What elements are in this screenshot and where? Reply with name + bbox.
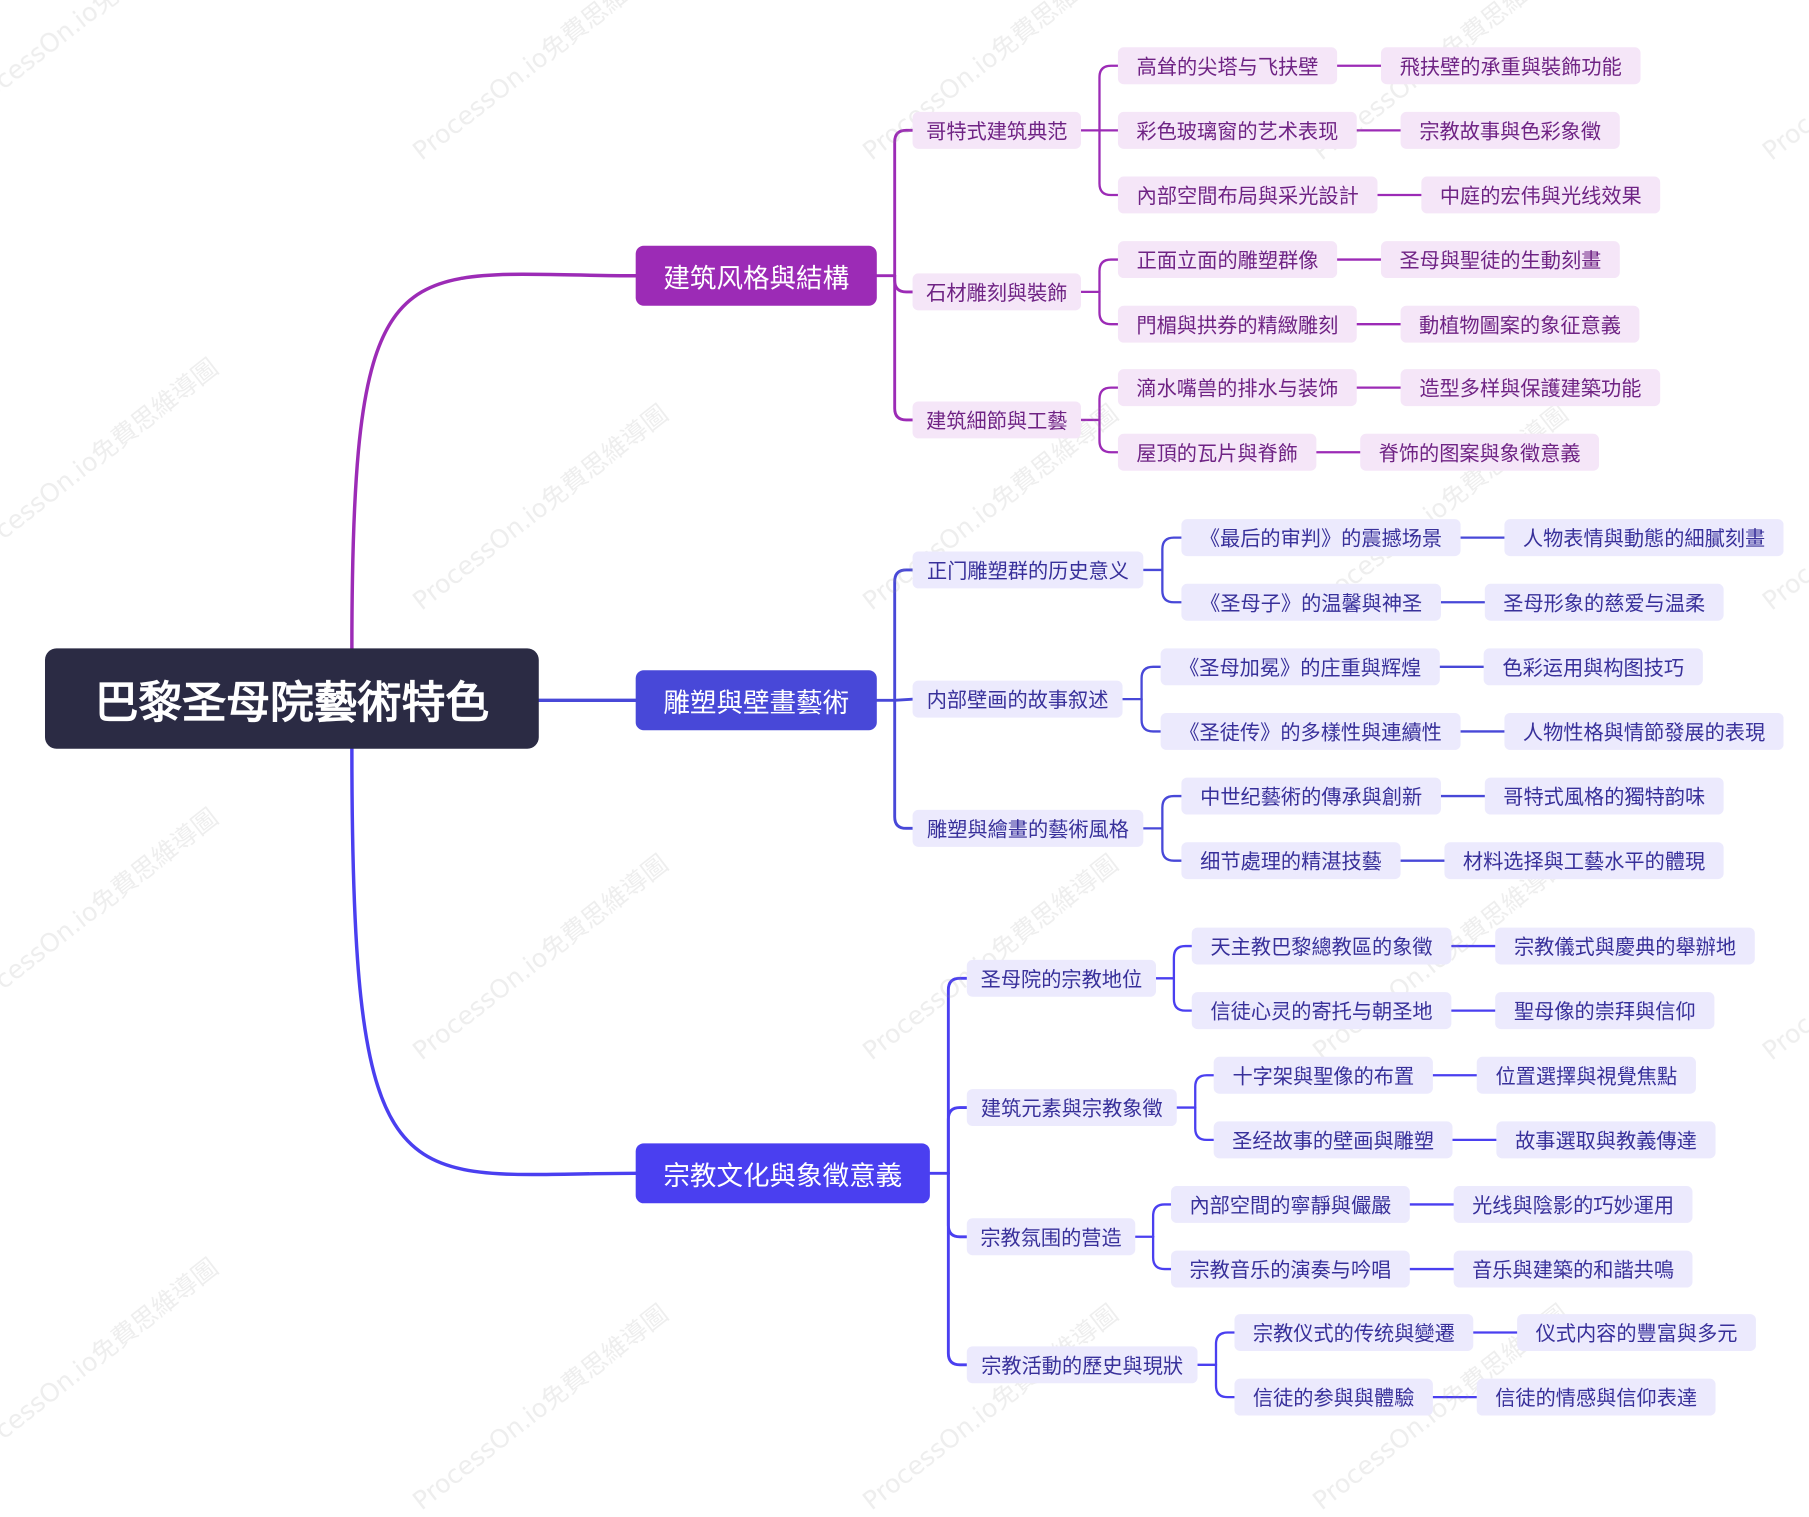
connector-line [1140, 665, 1162, 701]
connector-line [1194, 1074, 1215, 1109]
connector-line [946, 1106, 969, 1175]
detail-node[interactable]: 內部空間的寧靜與儼嚴 [1171, 1186, 1410, 1223]
leaf-note-node[interactable]: 宗教故事與色彩象徵 [1400, 111, 1620, 149]
detail-node[interactable]: 信徒心灵的寄托与朝圣地 [1191, 992, 1452, 1030]
sub-topic-node[interactable]: 石材雕刻與裝飾 [912, 273, 1082, 311]
branch-node[interactable]: 雕塑與壁畫藝術 [635, 670, 877, 731]
leaf-note-node[interactable]: 位置選擇與視覺焦點 [1476, 1056, 1696, 1094]
connector-line [1214, 1331, 1236, 1366]
detail-node[interactable]: 屋頂的瓦片與脊飾 [1117, 433, 1317, 471]
leaf-note-node[interactable]: 人物表情與動態的細膩刻畫 [1504, 519, 1784, 557]
leaf-note-node[interactable]: 動植物圖案的象征意義 [1400, 305, 1640, 343]
detail-node[interactable]: 高耸的尖塔与飞扶壁 [1117, 47, 1338, 85]
leaf-note-node[interactable]: 光线與陰影的巧妙運用 [1453, 1186, 1693, 1223]
sub-topic-node[interactable]: 建筑細節與工藝 [912, 401, 1082, 439]
connector-line [1214, 1363, 1236, 1399]
detail-node[interactable]: 《圣母加冕》的庄重與辉煌 [1160, 648, 1440, 686]
detail-node[interactable]: 十字架與聖像的布置 [1213, 1056, 1433, 1094]
connector-layer [350, 64, 1519, 1399]
detail-node[interactable]: 《圣母子》的温馨與神圣 [1181, 583, 1441, 621]
leaf-note-node[interactable]: 飛扶壁的承重與裝飾功能 [1380, 47, 1641, 85]
leaf-note-node[interactable]: 仪式内容的豐富與多元 [1517, 1314, 1756, 1351]
leaf-note-node[interactable]: 宗教儀式與慶典的舉辦地 [1495, 927, 1755, 965]
leaf-note-node[interactable]: 圣母與聖徒的生動刻畫 [1380, 241, 1620, 279]
detail-node[interactable]: 《圣徒传》的多樣性與連續性 [1160, 712, 1461, 750]
detail-node[interactable]: 內部空間布局與采光設計 [1117, 176, 1378, 214]
connector-line [893, 698, 915, 830]
connector-line [946, 1171, 969, 1367]
leaf-note-node[interactable]: 哥特式風格的獨特韵味 [1484, 777, 1724, 815]
connector-line [1172, 977, 1193, 1012]
connector-line [946, 976, 969, 1175]
sub-topic-node[interactable]: 哥特式建筑典范 [912, 111, 1082, 149]
connector-line [1172, 944, 1193, 980]
detail-node[interactable]: 信徒的参與與體驗 [1234, 1378, 1433, 1416]
connector-line [1098, 129, 1120, 197]
connector-line [893, 274, 915, 422]
connector-line [1098, 258, 1120, 294]
leaf-note-node[interactable]: 脊饰的图案與象徵意義 [1360, 433, 1600, 471]
connector-line [1098, 290, 1120, 326]
connector-line [893, 274, 915, 294]
leaf-note-node[interactable]: 人物性格與情節發展的表現 [1504, 712, 1784, 750]
leaf-note-node[interactable]: 聖母像的崇拜與信仰 [1495, 992, 1715, 1030]
leaf-note-node[interactable]: 材料选择與工藝水平的體現 [1444, 842, 1724, 880]
detail-node[interactable]: 中世纪藝術的傳承與創新 [1181, 777, 1441, 815]
connector-line [1151, 1235, 1173, 1271]
detail-node[interactable]: 细节處理的精湛技藝 [1181, 842, 1401, 880]
leaf-note-node[interactable]: 音乐與建築的和諧共鳴 [1453, 1250, 1693, 1288]
connector-line [1098, 386, 1120, 422]
detail-node[interactable]: 正面立面的雕塑群像 [1117, 241, 1338, 279]
detail-node[interactable]: 滴水嘴兽的排水与装饰 [1117, 369, 1357, 407]
connector-line [1194, 1106, 1215, 1142]
connector-line [1161, 536, 1183, 572]
sub-topic-node[interactable]: 建筑元素與宗教象徵 [966, 1089, 1177, 1127]
detail-node[interactable]: 天主教巴黎總教區的象徵 [1191, 927, 1452, 965]
connector-line [893, 568, 915, 702]
branch-node[interactable]: 建筑风格與結構 [635, 245, 877, 306]
connector-line [946, 1171, 969, 1239]
root-node[interactable]: 巴黎圣母院藝術特色 [44, 648, 539, 749]
leaf-note-node[interactable]: 中庭的宏伟與光线效果 [1421, 176, 1661, 214]
connector-line [1151, 1203, 1173, 1238]
sub-topic-node[interactable]: 宗教活動的歷史與現狀 [966, 1346, 1198, 1384]
detail-node[interactable]: 門楣與拱券的精緻雕刻 [1117, 305, 1357, 343]
connector-line [1098, 64, 1120, 132]
leaf-note-node[interactable]: 造型多样與保護建築功能 [1400, 369, 1661, 407]
connector-line [350, 272, 638, 651]
leaf-note-node[interactable]: 色彩运用與构图技巧 [1483, 648, 1703, 686]
sub-topic-node[interactable]: 圣母院的宗教地位 [966, 959, 1157, 997]
connector-line [1140, 697, 1162, 733]
sub-topic-node[interactable]: 内部壁画的故事叙述 [912, 680, 1123, 718]
connector-line [1161, 827, 1183, 862]
detail-node[interactable]: 彩色玻璃窗的艺术表现 [1117, 111, 1357, 149]
leaf-note-node[interactable]: 故事選取與教義傳達 [1496, 1121, 1716, 1159]
connector-line [893, 697, 915, 702]
sub-topic-node[interactable]: 宗教氛围的营造 [966, 1218, 1136, 1256]
detail-node[interactable]: 宗教仪式的传统與變遷 [1234, 1314, 1474, 1351]
connector-line [1098, 418, 1120, 454]
connector-line [893, 128, 915, 278]
leaf-note-node[interactable]: 信徒的情感與信仰表達 [1476, 1378, 1716, 1416]
sub-topic-node[interactable]: 正门雕塑群的历史意义 [912, 551, 1144, 589]
detail-node[interactable]: 《最后的审判》的震撼场景 [1181, 519, 1461, 557]
branch-node[interactable]: 宗教文化與象徵意義 [635, 1143, 930, 1204]
connector-line [1161, 568, 1183, 604]
connector-line [1161, 794, 1183, 830]
sub-topic-node[interactable]: 雕塑與繪畫的藝術風格 [912, 809, 1144, 847]
leaf-note-node[interactable]: 圣母形象的慈爱与温柔 [1484, 583, 1724, 621]
detail-node[interactable]: 圣经故事的壁画與雕塑 [1213, 1121, 1453, 1159]
connector-line [350, 747, 638, 1177]
detail-node[interactable]: 宗教音乐的演奏与吟唱 [1171, 1250, 1410, 1288]
